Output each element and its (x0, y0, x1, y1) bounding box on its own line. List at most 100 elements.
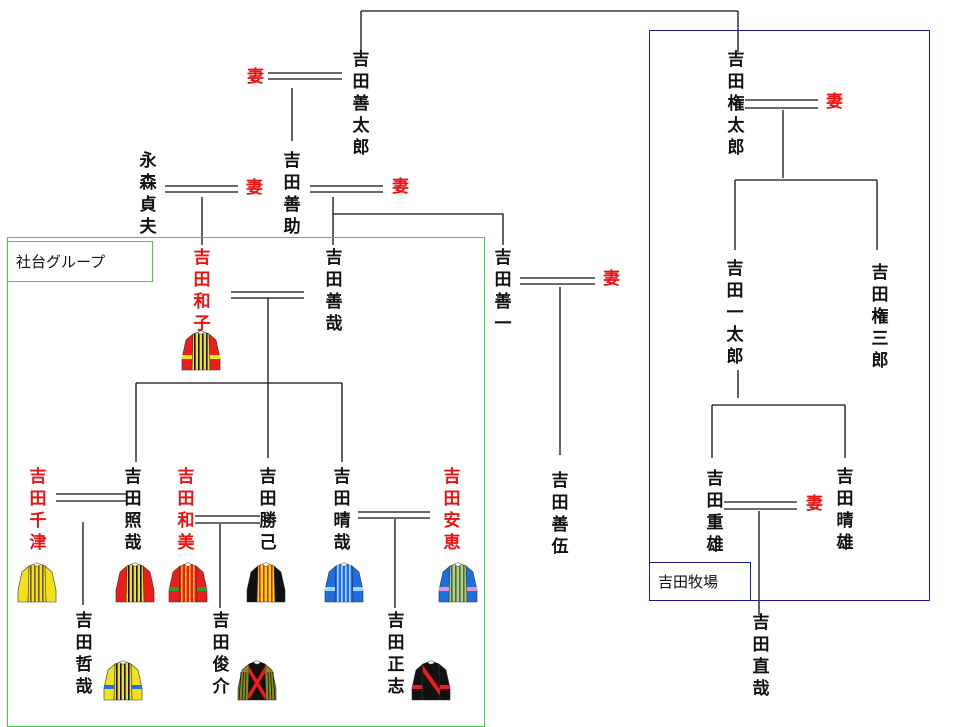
jersey-sleeve-right (130, 663, 143, 701)
jersey-sleeve-left (324, 565, 337, 603)
person-chizu: 吉田千津 (29, 467, 47, 553)
wife-label-zenichi: 妻 (603, 269, 620, 289)
jersey-icon (103, 660, 143, 701)
person-masashi: 吉田正志 (387, 611, 405, 697)
person-katsumi: 吉田勝己 (259, 467, 277, 553)
marriage-line-zensuke (310, 185, 383, 193)
person-kazuko: 吉田和子 (193, 248, 211, 334)
jersey-sleeve-band-right (210, 355, 220, 359)
jersey-sleeve-right (44, 565, 57, 603)
person-tetsuya: 吉田哲哉 (75, 611, 93, 697)
jersey-icon (115, 562, 155, 603)
jersey-sleeve-right (142, 565, 155, 603)
person-teruya: 吉田照哉 (124, 467, 142, 553)
jersey-collar (253, 660, 261, 665)
person-haruo: 吉田晴雄 (836, 467, 854, 553)
wife-label-gontaro: 妻 (826, 92, 843, 112)
descent-line-gontaro (734, 110, 878, 250)
jersey-sleeve-band-right (132, 685, 142, 689)
wife-label-shigeo: 妻 (806, 494, 823, 514)
jersey-sleeve-left (103, 663, 116, 701)
wife-label-nagamori: 妻 (246, 178, 263, 198)
marriage-line-kazumi (195, 515, 260, 524)
jersey-collar (454, 562, 462, 567)
marriage-line-zentaro (268, 72, 342, 80)
person-yasue: 吉田安恵 (443, 467, 461, 553)
descent-line-ichitaro (711, 370, 846, 458)
person-nagamori: 永森貞夫 (139, 151, 157, 237)
sibling-connector-top (360, 10, 739, 52)
jersey-collar (427, 660, 435, 665)
jersey-sleeve-left (17, 565, 30, 603)
jersey-sleeve-left (438, 565, 451, 603)
jersey-sleeve-band-left (439, 587, 449, 591)
jersey-pattern (422, 664, 440, 696)
jersey-sleeve-left (246, 565, 259, 603)
jersey-collar (119, 660, 127, 665)
yoshida-farm-label: 吉田牧場 (649, 562, 751, 601)
jersey-sleeve-right (273, 565, 286, 603)
jersey-icon (324, 562, 364, 603)
person-zenya: 吉田善哉 (325, 248, 343, 334)
person-shunsuke: 吉田俊介 (212, 611, 230, 697)
yoshida-farm-box (649, 30, 930, 601)
jersey-sleeve-band-right (353, 587, 363, 591)
marriage-line-nagamori (165, 185, 238, 193)
jersey-sleeve-band-left (412, 685, 422, 689)
jersey-icon (246, 562, 286, 603)
wife-label-zentaro: 妻 (247, 67, 264, 87)
jersey-pattern (259, 564, 273, 602)
jersey-collar (262, 562, 270, 567)
jersey-sleeve-left (115, 565, 128, 603)
jersey-sleeve-band-left (182, 355, 192, 359)
jersey-sleeve-band-left (169, 587, 179, 591)
jersey-pattern (337, 564, 351, 602)
jersey-pattern (128, 564, 142, 602)
marriage-line-zenichi (520, 277, 595, 285)
jersey-sleeve-band-right (467, 587, 477, 591)
jersey-sleeve-right (465, 565, 478, 603)
marriage-line-haruya (358, 511, 430, 519)
jersey-sleeve-band-right (440, 685, 450, 689)
jersey-pattern (194, 332, 208, 370)
jersey-sleeve-right (438, 663, 451, 701)
jersey-sleeve-right (195, 565, 208, 603)
person-ichitaro: 吉田一太郎 (726, 259, 744, 367)
jersey-pattern (30, 564, 44, 602)
person-zengo: 吉田善伍 (551, 471, 569, 557)
jersey-sleeve-band-left (325, 587, 335, 591)
person-zenichi: 吉田善一 (494, 248, 512, 334)
jersey-icon (237, 660, 277, 701)
person-zensuke: 吉田善助 (283, 151, 301, 237)
jersey-collar (184, 562, 192, 567)
person-kazumi: 吉田和美 (177, 467, 195, 553)
person-haruya: 吉田晴哉 (333, 467, 351, 553)
person-zentaro: 吉田善太郎 (352, 50, 370, 158)
jersey-sleeve-left (168, 565, 181, 603)
jersey-pattern (248, 667, 266, 699)
jersey-pattern (116, 662, 130, 700)
jersey-collar (197, 330, 205, 335)
jersey-icon (181, 330, 221, 371)
jersey-pattern (181, 564, 195, 602)
jersey-sleeve-right (351, 565, 364, 603)
person-gonzaburo: 吉田権三郎 (871, 263, 889, 371)
person-naoya: 吉田直哉 (752, 613, 770, 699)
wife-label-zensuke: 妻 (392, 177, 409, 197)
descent-line-kazuko (135, 298, 343, 462)
jersey-sleeve-left (181, 333, 194, 371)
marriage-line-chizu (56, 493, 126, 502)
shadai-group-label: 社台グループ (7, 241, 153, 282)
marriage-line-gontaro (745, 99, 818, 109)
jersey-sleeve-band-left (104, 685, 114, 689)
marriage-line-shigeo (724, 501, 797, 510)
jersey-collar (131, 562, 139, 567)
jersey-collar (340, 562, 348, 567)
jersey-sleeve-left (411, 663, 424, 701)
jersey-collar (33, 562, 41, 567)
jersey-icon (168, 562, 208, 603)
jersey-sleeve-band-right (197, 587, 207, 591)
jersey-icon (411, 660, 451, 701)
jersey-sleeve-right (208, 333, 221, 371)
